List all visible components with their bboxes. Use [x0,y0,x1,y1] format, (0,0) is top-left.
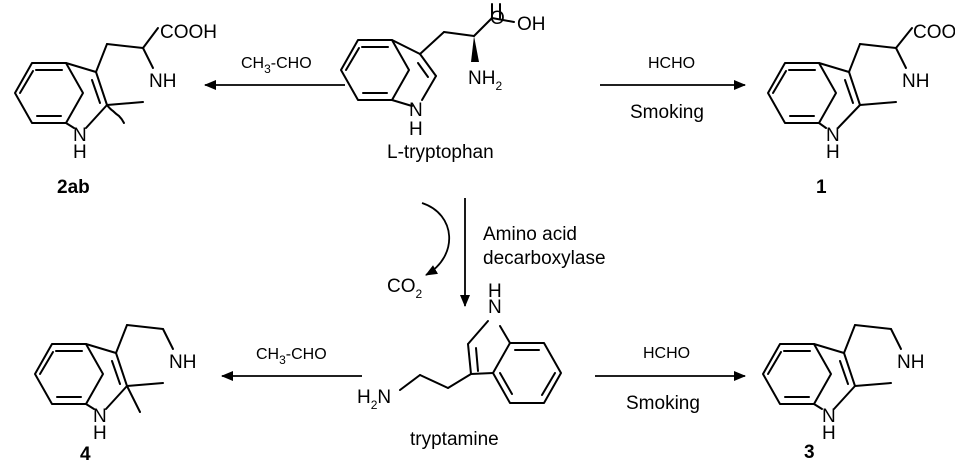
compound-3-nh-label: NH [897,352,924,373]
tryptophan-nh2-label: NH2 [468,68,502,93]
l-tryptophan-name: L-tryptophan [387,142,494,163]
tryptamine-structure [399,320,562,404]
l-tryptophan-structure [340,3,515,107]
compound-4-structure [34,324,174,413]
compound-2ab-number: 2ab [57,177,90,198]
reagent-formaldehyde-top: HCHO [648,55,695,72]
compound-2ab-nh-label: NH [149,71,176,92]
compound-2ab-indole-h-label: H [73,142,87,163]
tryptamine-indole-n-label: N [488,297,502,318]
tryptophan-oh-label: OH [517,14,546,35]
condition-smoking-top: Smoking [630,102,704,123]
tryptamine-indole-h-label: H [488,281,502,302]
enzyme-label-line1: Amino acid [483,224,577,245]
compound-3-indole-h-label: H [822,423,836,444]
reagent-acetaldehyde-bottom: CH3-CHO [256,346,327,367]
compound-3-number: 3 [804,442,815,461]
tryptamine-name: tryptamine [410,429,499,450]
compound-1-cooh-label: COOH [913,22,955,43]
tryptamine-amine-label: H2N [357,387,391,412]
compound-2ab-indole-n-label: N [73,125,87,146]
byproduct-co2: CO2 [387,276,423,301]
condition-smoking-bottom: Smoking [626,393,700,414]
compound-1-number: 1 [816,177,827,198]
tryptophan-indole-h-label: H [409,119,423,140]
compound-1-nh-label: NH [902,71,929,92]
reagent-acetaldehyde-top: CH3-CHO [241,55,312,76]
compound-4-number: 4 [80,444,91,461]
compound-3-structure [762,324,902,410]
arrow-co2-release [421,202,451,276]
compound-1-indole-n-label: N [826,125,840,146]
compound-3-indole-n-label: N [822,406,836,427]
compound-1-structure [767,27,913,129]
compound-2ab-structure [14,27,159,129]
compound-4-indole-h-label: H [93,423,107,444]
tryptophan-carbonyl-o-label: O [490,8,505,29]
compound-4-nh-label: NH [169,352,196,373]
reagent-formaldehyde-bottom: HCHO [643,345,690,362]
tryptophan-indole-n-label: N [409,100,423,121]
compound-4-indole-n-label: N [93,406,107,427]
compound-1-indole-h-label: H [826,142,840,163]
enzyme-label-line2: decarboxylase [483,248,606,269]
compound-2ab-cooh-label: COOH [160,22,217,43]
